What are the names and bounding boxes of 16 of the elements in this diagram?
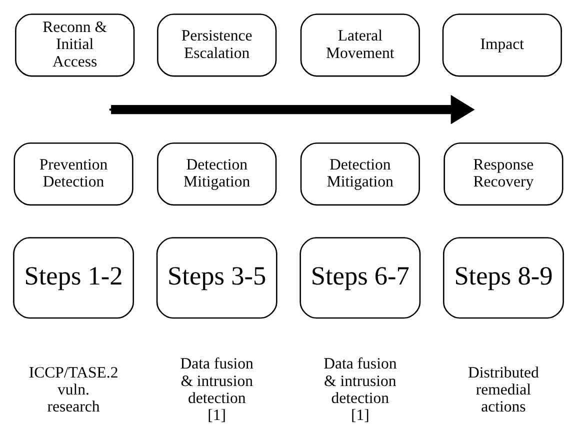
node-box: Steps 6-7 (300, 236, 421, 318)
node-box: Prevention Detection (14, 142, 134, 206)
node-label: ICCP/TASE.2 vuln. research (28, 364, 118, 415)
node-label: Distributed remedial actions (468, 364, 539, 415)
node-box: Response Recovery (444, 142, 564, 206)
node-box: Persistence Escalation (157, 13, 277, 76)
node-label: Data fusion & intrusion detection [1] (180, 355, 254, 424)
node-box: Steps 3-5 (156, 236, 278, 318)
node-box: Reconn & Initial Access (15, 13, 135, 76)
node-box: Steps 8-9 (443, 236, 564, 318)
node-box: Lateral Movement (300, 13, 420, 76)
node-box: Detection Mitigation (300, 142, 420, 206)
node-box: Impact (442, 13, 562, 76)
node-box: Detection Mitigation (157, 142, 277, 206)
node-label: Data fusion & intrusion detection [1] (324, 355, 397, 424)
node-box: Steps 1-2 (13, 236, 134, 318)
